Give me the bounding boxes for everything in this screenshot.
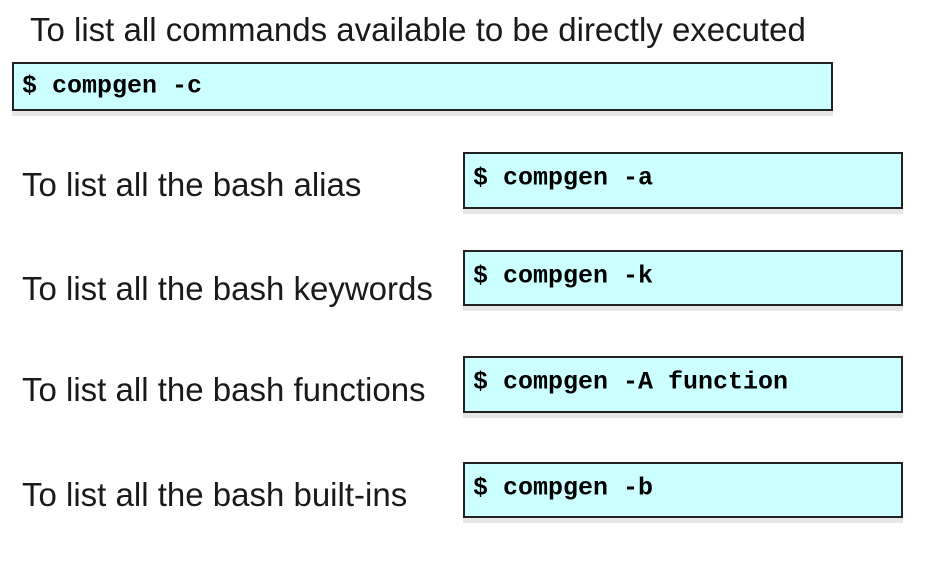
command-box-compgen-a: $ compgen -a (463, 152, 903, 209)
label-bash-alias: To list all the bash alias (22, 166, 362, 203)
command-text: $ compgen -A function (473, 367, 789, 397)
command-box-compgen-c: $ compgen -c (12, 62, 833, 111)
label-bash-built-ins: To list all the bash built-ins (22, 476, 408, 513)
command-text: $ compgen -b (473, 473, 654, 503)
label-bash-keywords: To list all the bash keywords (22, 270, 433, 307)
command-box-compgen-a-function: $ compgen -A function (463, 356, 903, 413)
command-text: $ compgen -a (473, 163, 654, 193)
command-box-compgen-b: $ compgen -b (463, 462, 903, 518)
heading-text: To list all commands available to be dir… (30, 11, 806, 48)
label-bash-functions: To list all the bash functions (22, 371, 426, 408)
command-text: $ compgen -k (473, 261, 654, 291)
command-box-compgen-k: $ compgen -k (463, 250, 903, 306)
command-text: $ compgen -c (22, 71, 203, 101)
